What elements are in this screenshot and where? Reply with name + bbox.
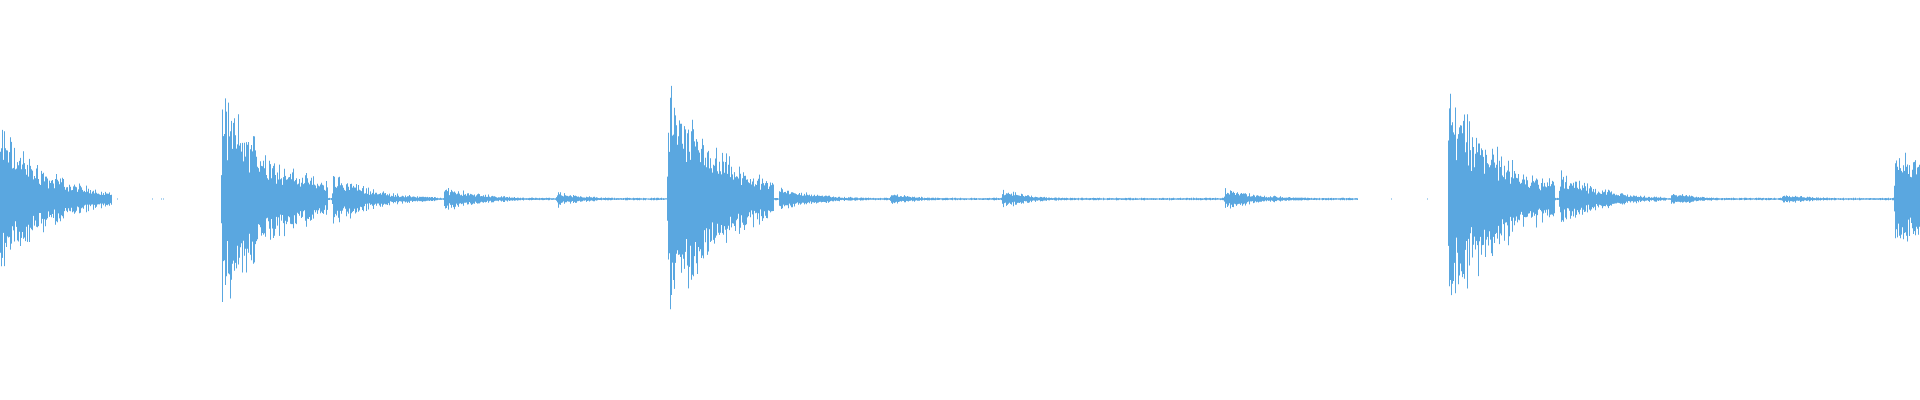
waveform-path xyxy=(0,85,1920,310)
